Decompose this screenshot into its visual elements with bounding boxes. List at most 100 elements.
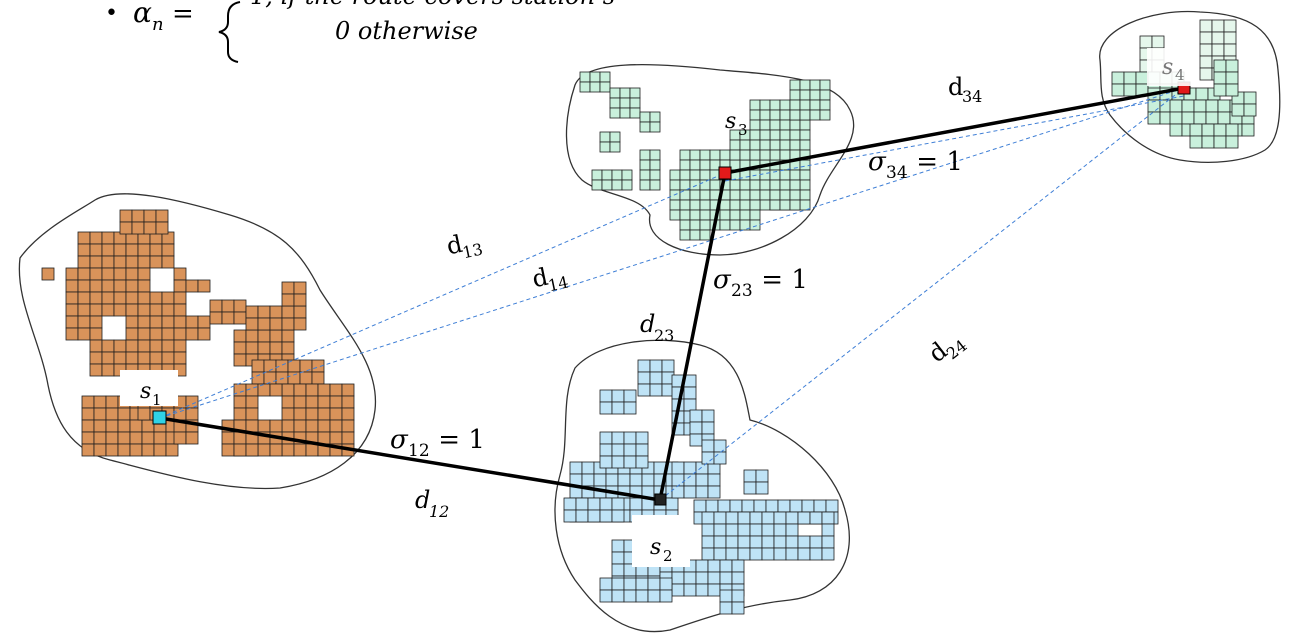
grid-cell: [773, 511, 787, 525]
grid-cell: [749, 219, 761, 231]
grid-cell: [647, 577, 661, 591]
grid-cell: [1225, 59, 1239, 73]
grid-cell: [305, 395, 319, 409]
grid-cell: [749, 139, 761, 151]
grid-cell: [799, 159, 811, 171]
grid-cell: [137, 267, 151, 281]
grid-cell: [755, 469, 769, 483]
dashed-distance-lines: [159, 87, 1185, 501]
grid-cell: [821, 535, 835, 549]
grid-cell: [789, 189, 801, 201]
grid-cell: [137, 315, 151, 329]
grid-cell: [709, 179, 721, 191]
grid-cell: [725, 535, 739, 549]
svg-text:= 1: = 1: [753, 265, 808, 295]
grid-cell: [125, 255, 139, 269]
alpha-symbol: α: [133, 0, 152, 29]
grid-cell: [233, 311, 247, 325]
grid-cell: [609, 131, 621, 143]
grid-cell: [173, 267, 187, 281]
grid-cell: [233, 353, 247, 367]
grid-cell: [77, 267, 91, 281]
grid-cell: [799, 189, 811, 201]
grid-cell: [117, 443, 131, 457]
grid-cell: [209, 299, 223, 313]
grid-cell: [611, 401, 625, 415]
grid-cell: [813, 499, 827, 513]
grid-cell: [245, 305, 259, 319]
grid-cell: [1201, 135, 1215, 149]
grid-cell: [761, 535, 775, 549]
grid-cell: [185, 315, 199, 329]
grid-cell: [185, 431, 199, 445]
grid-cell: [281, 395, 295, 409]
grid-cell: [611, 389, 625, 403]
grid-cell: [605, 473, 619, 487]
grid-cell: [683, 583, 697, 597]
svg-text:3: 3: [738, 121, 748, 139]
grid-cell: [719, 219, 731, 231]
grid-cell: [1213, 123, 1227, 137]
grid-cell: [341, 395, 355, 409]
grid-cell: [611, 551, 625, 565]
grid-cell: [695, 473, 709, 487]
grid-cell: [101, 339, 115, 353]
grid-cell: [221, 299, 235, 313]
sigma-12-label: σ 12 = 1: [390, 425, 485, 461]
grid-cell: [689, 149, 701, 161]
grid-cell: [589, 81, 601, 93]
svg-text:34: 34: [962, 87, 982, 106]
grid-cell: [1169, 111, 1183, 125]
grid-cell: [699, 199, 711, 211]
route-s3-s4: [724, 86, 1185, 175]
svg-text:23: 23: [731, 281, 753, 301]
grid-cell: [101, 267, 115, 281]
grid-cell: [161, 243, 175, 257]
grid-cell: [89, 315, 103, 329]
grid-cell: [769, 139, 781, 151]
grid-cell: [637, 371, 651, 385]
grid-cell: [779, 189, 791, 201]
grid-cell: [125, 339, 139, 353]
grid-cell: [233, 329, 247, 343]
grid-cell: [739, 179, 751, 191]
svg-text:σ: σ: [390, 425, 409, 455]
grid-cell: [165, 443, 179, 457]
grid-cell: [281, 407, 295, 421]
grid-cell: [251, 359, 265, 373]
grid-cell: [719, 571, 733, 585]
grid-cell: [821, 523, 835, 537]
grid-cell: [785, 511, 799, 525]
grid-cell: [125, 327, 139, 341]
grid-cell: [599, 389, 613, 403]
grid-cell: [589, 71, 601, 83]
grid-cell: [101, 279, 115, 293]
grid-cell: [579, 81, 591, 93]
grid-cell: [599, 401, 613, 415]
grid-cell: [119, 209, 133, 223]
grid-cell: [329, 383, 343, 397]
grid-cell: [641, 473, 655, 487]
grid-cell: [683, 571, 697, 585]
grid-cell: [769, 149, 781, 161]
grid-cell: [591, 169, 603, 181]
grid-cell: [119, 221, 133, 235]
grid-cell: [141, 431, 155, 445]
grid-cell: [789, 139, 801, 151]
grid-cell: [89, 327, 103, 341]
grid-cell: [287, 371, 301, 385]
grid-cell: [591, 179, 603, 191]
grid-cell: [619, 87, 631, 99]
grid-cell: [665, 497, 679, 511]
route-lines: [159, 86, 1185, 502]
grid-cell: [799, 99, 811, 111]
grid-cell: [809, 99, 821, 111]
grid-cell: [581, 473, 595, 487]
grid-cell: [105, 431, 119, 445]
station-s2-marker: [654, 493, 667, 506]
grid-cell: [233, 443, 247, 457]
svg-text:1: 1: [152, 391, 162, 409]
grid-cell: [683, 386, 697, 400]
grid-cell: [799, 79, 811, 91]
grid-cell: [699, 189, 711, 201]
